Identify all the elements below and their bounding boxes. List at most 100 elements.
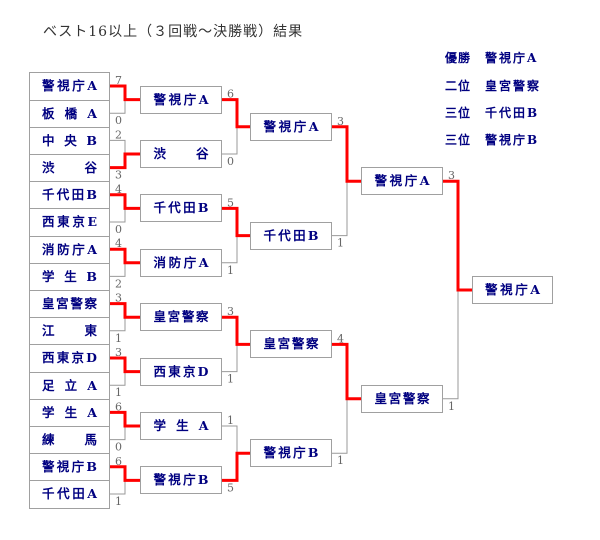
- team-name-char: 消: [153, 254, 167, 270]
- team-name-char: B: [86, 459, 97, 475]
- team-name-char: 生: [176, 418, 189, 433]
- entrant-box: 渋谷: [29, 154, 110, 183]
- team-name-char: 警: [263, 445, 277, 461]
- team-name-char: 皇: [263, 336, 277, 352]
- team-name-char: 消: [42, 241, 55, 257]
- team-name-char: 視: [168, 91, 182, 107]
- score-label: 1: [115, 495, 122, 508]
- score-label: 1: [115, 332, 122, 345]
- team-name-char: 谷: [84, 160, 97, 176]
- team-name-char: D: [86, 350, 97, 366]
- team-name-char: 警: [42, 78, 55, 94]
- winner-connector-line: [110, 193, 140, 210]
- team-name-char: 視: [56, 459, 70, 475]
- team-name-char: 庁: [183, 254, 197, 270]
- team-name-char: A: [308, 118, 319, 134]
- team-name-char: 練: [42, 432, 55, 448]
- team-name-char: 生: [64, 268, 77, 284]
- team-name-char: 察: [416, 390, 430, 406]
- team-name-char: A: [87, 377, 97, 393]
- team-name-char: 千: [42, 486, 55, 502]
- score-label: 1: [337, 454, 344, 467]
- team-name-char: 警: [485, 282, 498, 297]
- score-label: 1: [337, 237, 344, 250]
- score-label: 0: [115, 223, 122, 236]
- loser-connector-line: [110, 480, 126, 495]
- loser-connector-line: [222, 126, 238, 155]
- team-name: 皇宮警察: [374, 390, 430, 406]
- team-name-char: A: [419, 173, 430, 189]
- team-name-char: B: [307, 445, 319, 461]
- team-name-char: 代: [56, 187, 70, 203]
- team-name-char: B: [86, 187, 97, 203]
- loser-connector-line: [332, 398, 348, 454]
- team-name-char: 警: [263, 118, 277, 134]
- team-name-char: 足: [42, 377, 55, 393]
- score-label: 1: [448, 400, 455, 413]
- team-name-char: 宮: [277, 336, 291, 352]
- score-label: 0: [227, 155, 234, 168]
- team-name-char: 視: [57, 78, 70, 94]
- team-name: 渋谷: [154, 147, 209, 161]
- score-label: 3: [115, 346, 122, 359]
- score-label: 3: [227, 305, 234, 318]
- winner-connector-line: [222, 315, 250, 346]
- team-name-char: 警: [181, 309, 195, 325]
- team-name-char: 京: [71, 350, 84, 366]
- team-name-char: 西: [42, 214, 55, 230]
- entrant-box: 江東: [29, 317, 110, 346]
- winner-connector-line: [332, 342, 361, 401]
- advancing-team-box: 皇宮警察: [140, 303, 222, 332]
- team-name-char: 西: [153, 363, 167, 379]
- team-name-char: E: [87, 214, 97, 230]
- loser-connector-line: [110, 426, 126, 441]
- team-name-char: 代: [278, 227, 291, 243]
- team-name-char: 学: [153, 418, 167, 433]
- team-name-char: 庁: [71, 459, 85, 475]
- team-name-char: 警: [291, 336, 305, 352]
- loser-connector-line: [110, 139, 126, 154]
- team-name-char: 皇: [374, 390, 388, 406]
- team-name-char: 生: [64, 404, 78, 420]
- entrant-box: 練馬: [29, 426, 110, 455]
- standing-team: 千代田B: [485, 106, 540, 120]
- team-name-char: A: [87, 486, 97, 502]
- loser-connector-line: [110, 371, 126, 386]
- team-name-char: 警: [153, 91, 167, 107]
- winner-connector-line: [110, 84, 140, 102]
- team-name-char: 警: [70, 296, 83, 312]
- score-label: 4: [115, 183, 122, 196]
- team-name-char: 庁: [183, 91, 197, 107]
- team-name-char: 田: [293, 227, 306, 243]
- loser-connector-line: [110, 317, 126, 332]
- team-name-char: 視: [278, 445, 291, 461]
- winner-connector-line: [222, 451, 250, 482]
- score-label: 4: [337, 332, 344, 345]
- team-name-char: 視: [278, 118, 292, 134]
- team-name-char: 警: [402, 390, 416, 406]
- team-name-char: 庁: [72, 78, 85, 94]
- score-label: 3: [337, 115, 344, 128]
- team-name-char: B: [86, 132, 97, 148]
- team-name-char: 宮: [167, 309, 181, 325]
- entrant-box: 皇宮警察: [29, 290, 110, 319]
